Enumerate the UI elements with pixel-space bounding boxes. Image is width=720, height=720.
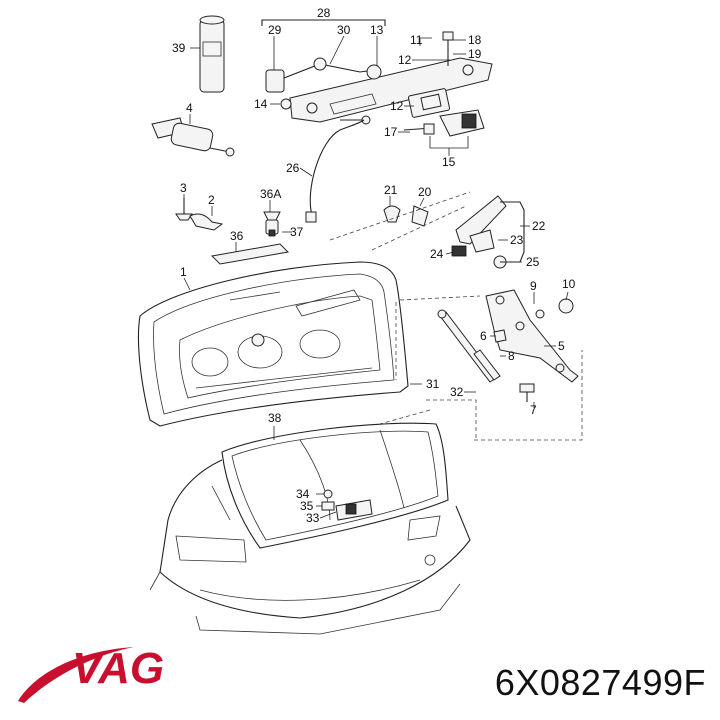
callout-18: 18 [468,33,482,47]
callout-32: 32 [450,385,464,399]
callout-19: 19 [468,47,482,61]
callout-36: 36 [230,229,244,243]
gas-strut [437,309,501,383]
callout-13: 13 [370,23,384,37]
spray-can-icon [199,15,225,93]
trunk-lid [137,261,409,427]
callout-6: 6 [480,329,487,343]
handle-bracket [151,117,235,157]
callout-12b: 12 [390,99,404,113]
callout-21: 21 [384,183,398,197]
callout-31: 31 [426,377,440,391]
callout-39: 39 [172,41,186,55]
callout-22: 22 [532,219,546,233]
callout-9: 9 [530,279,537,293]
callout-14: 14 [254,97,268,111]
release-cable [309,119,365,216]
callout-10: 10 [562,277,576,291]
seal-strip [210,243,290,265]
callout-labels: 28 29 30 13 18 19 39 11 12 4 14 12 17 15… [172,6,576,525]
callout-12a: 12 [398,53,412,67]
callout-17: 17 [384,125,398,139]
logo-text: VAG [72,644,164,693]
small-fasteners [175,198,429,237]
cable-clip [305,211,317,223]
logo-swoosh [18,647,134,703]
assembly-guide-lines [329,191,583,441]
callout-34: 34 [296,487,310,501]
callout-3: 3 [180,181,187,195]
callout-24: 24 [430,247,444,261]
leader-lines [183,35,569,519]
lock-bracket-assembly [261,19,493,137]
hinge-assembly [451,195,525,269]
callout-15: 15 [442,155,456,169]
callout-38: 38 [268,411,282,425]
callout-7: 7 [530,403,537,417]
part-number: 6X0827499F [494,662,706,703]
vag-logo: VAG [18,644,164,703]
callout-37: 37 [290,225,304,239]
callout-35: 35 [300,499,314,513]
callout-28: 28 [317,6,331,20]
callout-29: 29 [268,23,282,37]
hinge-arm [485,289,579,402]
callout-23: 23 [510,233,524,247]
callout-30: 30 [337,23,351,37]
callout-11: 11 [410,33,423,47]
callout-4: 4 [186,101,193,115]
callout-1: 1 [180,265,187,279]
callout-33: 33 [306,511,320,525]
callout-26: 26 [286,161,300,175]
callout-25: 25 [526,255,540,269]
callout-8: 8 [508,349,515,363]
callout-36A: 36A [260,187,281,201]
callout-5: 5 [558,339,565,353]
callout-2: 2 [208,193,215,207]
callout-20: 20 [418,185,432,199]
car-rear-body [149,422,471,635]
